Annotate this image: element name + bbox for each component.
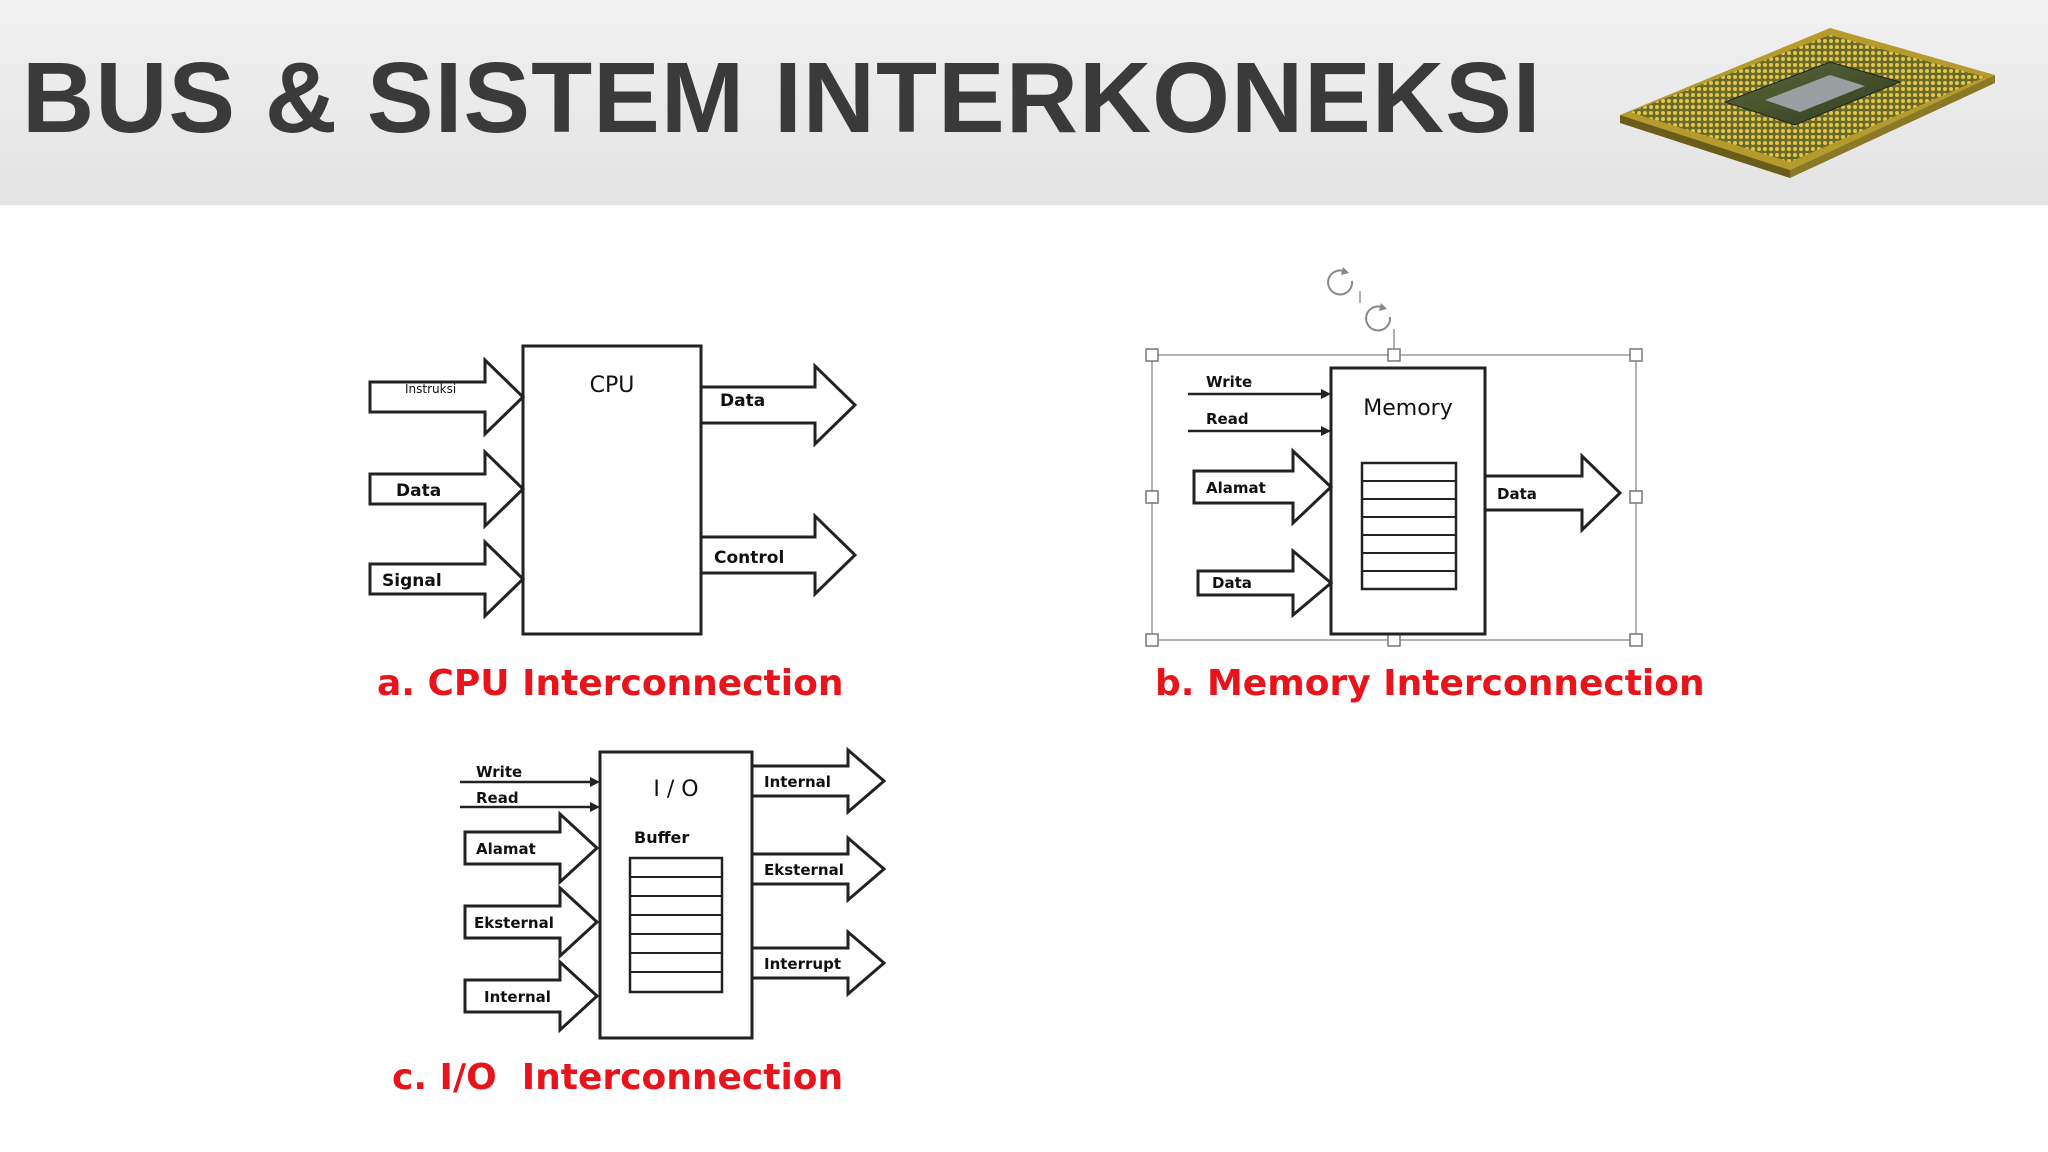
svg-text:Signal: Signal <box>382 571 442 591</box>
svg-text:Write: Write <box>476 763 522 781</box>
svg-text:Read: Read <box>1206 410 1249 428</box>
svg-text:Instruksi: Instruksi <box>405 382 456 396</box>
cpu-chip-icon <box>1600 20 2010 180</box>
io-output-arrow-interrupt: Interrupt <box>750 928 887 998</box>
io-buffer-stack <box>628 856 724 994</box>
svg-text:Eksternal: Eksternal <box>474 914 554 932</box>
svg-text:Data: Data <box>1212 574 1252 592</box>
rotate-handle-icon[interactable] <box>1327 267 1361 303</box>
memory-box-label: Memory <box>1363 396 1452 421</box>
svg-text:Internal: Internal <box>484 988 551 1006</box>
svg-text:Data: Data <box>1497 485 1537 503</box>
svg-text:Alamat: Alamat <box>1206 479 1266 497</box>
memory-interconnection-diagram: Memory Write Read Alamat Data <box>1130 265 1650 655</box>
cpu-output-arrow-control: Control <box>699 512 858 598</box>
io-input-arrow-alamat: Alamat <box>463 810 600 886</box>
svg-text:Interrupt: Interrupt <box>764 955 841 973</box>
cpu-interconnection-diagram: CPU Instruksi Data Signal Data Control <box>360 340 880 640</box>
memory-caption: b. Memory Interconnection <box>1155 663 1705 704</box>
svg-text:Alamat: Alamat <box>476 840 536 858</box>
cpu-caption: a. CPU Interconnection <box>377 663 844 704</box>
svg-text:Eksternal: Eksternal <box>764 861 844 879</box>
slide-title: BUS & SISTEM INTERKONEKSI <box>22 42 1542 154</box>
memory-input-arrow-data: Data <box>1196 547 1334 619</box>
svg-text:Control: Control <box>714 548 784 568</box>
io-caption: c. I/O Interconnection <box>392 1057 844 1098</box>
io-output-arrow-internal: Internal <box>750 746 887 816</box>
io-line-write: Write <box>460 763 600 787</box>
io-input-arrow-internal: Internal <box>463 958 600 1034</box>
memory-register-stack <box>1360 461 1458 591</box>
io-buffer-label: Buffer <box>634 828 689 847</box>
svg-text:Data: Data <box>720 391 765 411</box>
io-interconnection-diagram: I / O Buffer Write Read Alamat Eks <box>450 746 900 1043</box>
io-box-label: I / O <box>653 777 698 802</box>
cpu-box-label: CPU <box>590 373 635 398</box>
svg-text:Read: Read <box>476 789 519 807</box>
rotate-handle-icon[interactable] <box>1365 303 1395 349</box>
slide-header: BUS & SISTEM INTERKONEKSI <box>0 0 2048 205</box>
svg-text:Data: Data <box>396 481 441 501</box>
memory-output-arrow-data: Data <box>1483 452 1623 534</box>
memory-line-read: Read <box>1188 410 1331 436</box>
io-input-arrow-eksternal: Eksternal <box>463 884 600 960</box>
io-line-read: Read <box>460 789 600 812</box>
svg-text:Write: Write <box>1206 373 1252 391</box>
cpu-output-arrow-data: Data <box>699 362 858 448</box>
selection-frame <box>1145 348 1643 647</box>
svg-text:Internal: Internal <box>764 773 831 791</box>
memory-input-arrow-alamat: Alamat <box>1192 447 1334 527</box>
cpu-input-arrow-instruksi: Instruksi <box>368 356 526 438</box>
io-output-arrow-eksternal: Eksternal <box>750 834 887 904</box>
cpu-input-arrow-data: Data <box>368 448 526 530</box>
cpu-input-arrow-signal: Signal <box>368 538 526 620</box>
memory-line-write: Write <box>1188 373 1331 399</box>
